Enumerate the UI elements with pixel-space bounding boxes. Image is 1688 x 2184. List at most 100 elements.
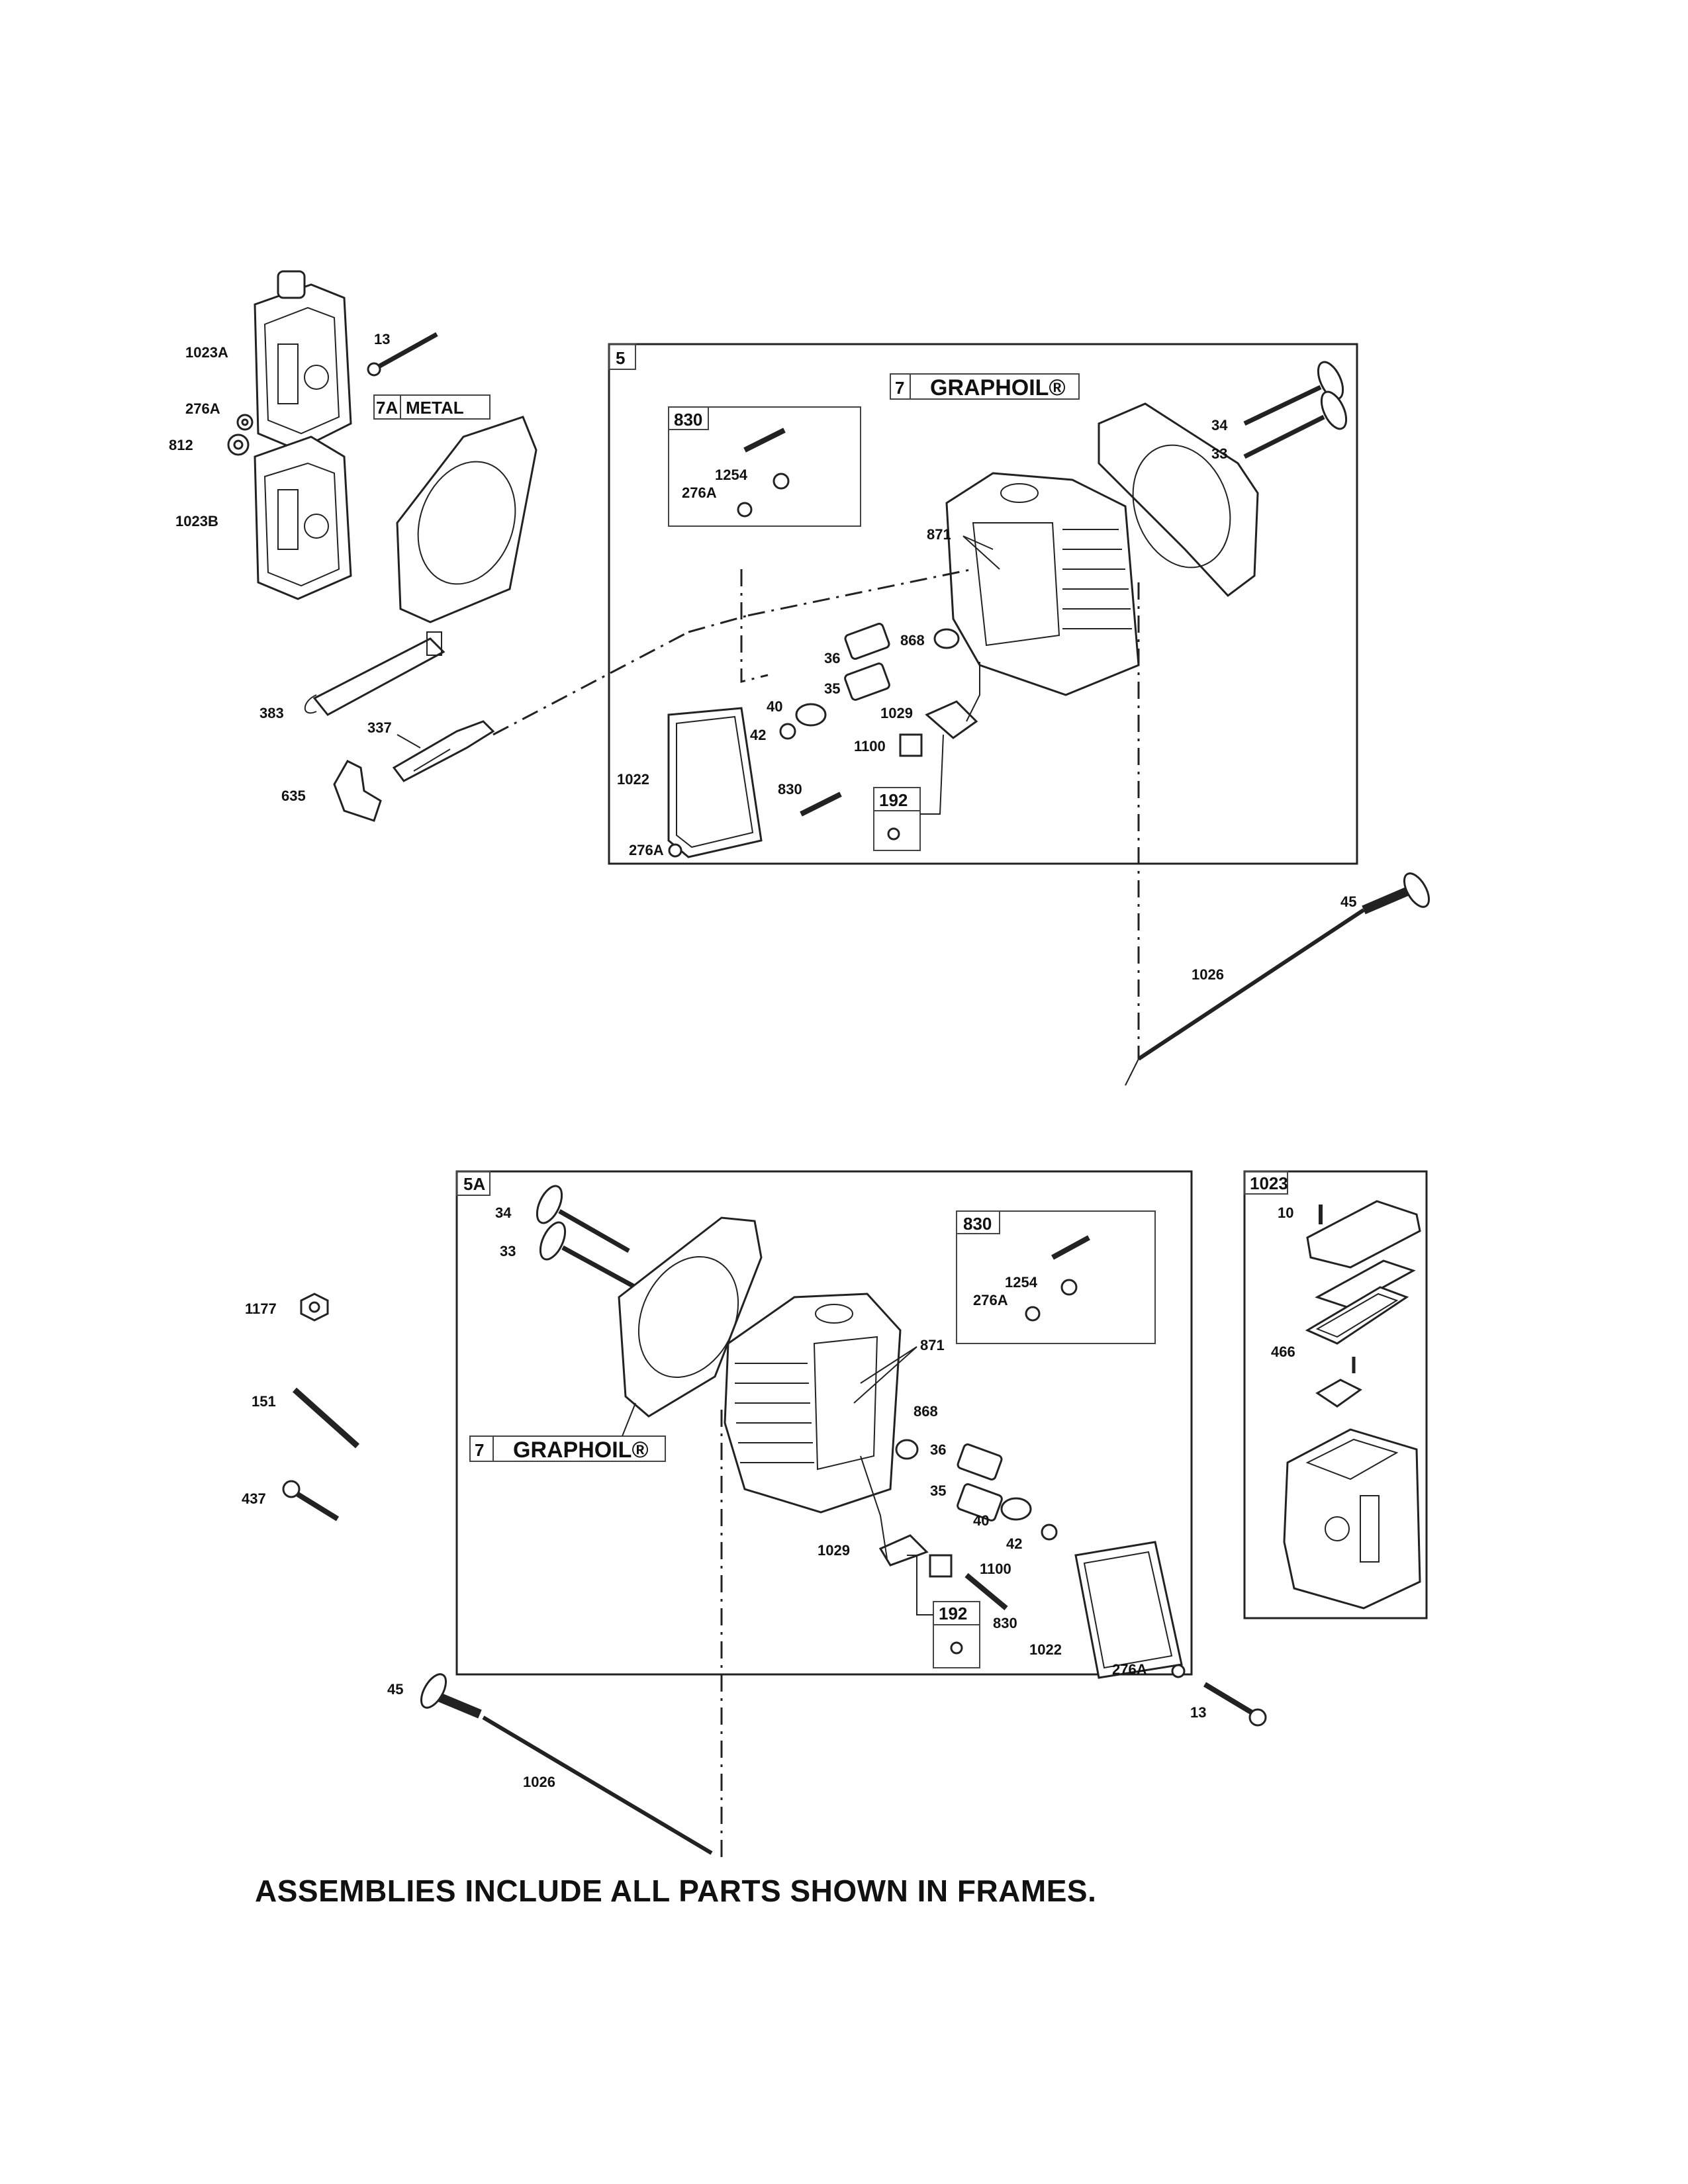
spark-plug-337: [392, 720, 495, 782]
label-868-top: 868: [900, 632, 925, 649]
label-337: 337: [367, 719, 392, 736]
cover-gasket-1022-bot: [1074, 1541, 1183, 1679]
head-gasket-metal: [396, 416, 538, 623]
seal-868-bot: [895, 1439, 919, 1460]
label-7-bot: 7: [475, 1440, 484, 1460]
washer-276A-bot: [1171, 1664, 1186, 1678]
keeper-42-top: [779, 723, 796, 740]
cylinder-head-top: [945, 472, 1140, 696]
label-1029-bot: 1029: [818, 1542, 850, 1559]
label-1023A: 1023A: [185, 344, 228, 361]
boot-635: [333, 760, 382, 822]
seal-868-top: [933, 628, 960, 649]
label-276A-left: 276A: [185, 400, 220, 417]
breather-cover: [1306, 1200, 1421, 1269]
nut-1254-bot: [1060, 1279, 1078, 1296]
valve-33-bot: [539, 1221, 637, 1290]
label-1177: 1177: [245, 1300, 277, 1317]
spring-35-bot: [957, 1483, 1003, 1522]
screw-192-top: [887, 827, 900, 841]
kit-box-192-top: [873, 787, 921, 851]
label-830-top: 830: [778, 781, 802, 797]
kit-box-7-graphoil-bot: [469, 1435, 666, 1462]
label-40-top: 40: [767, 698, 782, 715]
kit-box-830-top: [668, 406, 861, 527]
label-830-kit-bot: 830: [963, 1214, 992, 1234]
head-gasket-graphoil-bot: [618, 1216, 763, 1418]
label-42-bot: 42: [1006, 1535, 1022, 1552]
label-276A-bot: 276A: [1112, 1661, 1147, 1678]
gasket-466-upper: [1315, 1259, 1416, 1308]
label-1026-bot: 1026: [523, 1774, 555, 1790]
tappet-45-top: [1362, 872, 1430, 915]
washer-276A-kit-top: [737, 502, 753, 518]
screw-13-top: [367, 332, 438, 377]
valve-cover-1023: [1283, 1428, 1421, 1610]
label-graphoil-bot: GRAPHOIL®: [513, 1437, 649, 1463]
cover-gasket-1022-top: [667, 707, 763, 858]
screw-437: [282, 1480, 340, 1522]
assembly-frame-5A: [455, 1170, 1193, 1676]
breather-plate: [1315, 1357, 1362, 1408]
pushrod-1026-bot: [482, 1715, 713, 1855]
rocker-1029-bot: [878, 1534, 929, 1567]
label-35-bot: 35: [930, 1482, 946, 1499]
label-42-top: 42: [750, 727, 766, 743]
label-45-bot: 45: [387, 1681, 403, 1698]
washer-276A-kit-bot: [1025, 1306, 1041, 1322]
label-10: 10: [1278, 1205, 1293, 1221]
label-35-top: 35: [824, 680, 840, 697]
label-871-top: 871: [927, 526, 951, 543]
label-34-bot: 34: [495, 1205, 512, 1221]
valve-34-bot: [536, 1185, 630, 1253]
label-45-top: 45: [1340, 893, 1356, 910]
valve-34-top: [1243, 361, 1344, 426]
label-1023-frame: 1023: [1250, 1173, 1288, 1193]
cylinder-head-bot: [724, 1293, 902, 1514]
label-276A-top-bottom: 276A: [629, 842, 664, 858]
label-1022-top: 1022: [617, 771, 649, 788]
spring-35-top: [844, 662, 890, 701]
tube-383: [304, 631, 445, 716]
label-40-bot: 40: [973, 1512, 989, 1529]
label-33-bot: 33: [500, 1243, 516, 1259]
label-36-top: 36: [824, 650, 840, 666]
label-830-bot: 830: [993, 1615, 1017, 1631]
nut-812: [227, 433, 250, 456]
valve-cover-1023B: [254, 435, 352, 600]
guide-1100-top: [899, 733, 923, 757]
washer-40-top: [795, 703, 827, 727]
gasket-466: [1305, 1286, 1409, 1345]
label-466: 466: [1271, 1343, 1295, 1360]
washer-276A-left: [236, 414, 254, 431]
label-868-bot: 868: [914, 1403, 938, 1420]
stud-151: [292, 1387, 360, 1449]
label-192-bot: 192: [939, 1604, 967, 1623]
rocker-1029-top: [925, 700, 978, 739]
label-437: 437: [242, 1490, 266, 1507]
valve-33-top: [1243, 390, 1348, 459]
label-812: 812: [169, 437, 193, 453]
washer-40-bot: [1000, 1497, 1032, 1521]
washer-276A-bottom-top: [668, 843, 682, 858]
label-151: 151: [252, 1393, 276, 1410]
footer-note: ASSEMBLIES INCLUDE ALL PARTS SHOWN IN FR…: [255, 1874, 1097, 1908]
tappet-45-bot: [420, 1673, 482, 1719]
label-7A: 7A: [376, 398, 398, 418]
label-7-top: 7: [895, 378, 904, 398]
label-1100-top: 1100: [854, 738, 886, 754]
screw-192-bot: [950, 1641, 963, 1655]
label-1254-top: 1254: [715, 467, 748, 483]
screw-830-in-kit-bot: [1051, 1235, 1090, 1260]
nut-1177: [300, 1293, 329, 1322]
label-383: 383: [259, 705, 284, 721]
head-gasket-graphoil-top: [1098, 402, 1259, 598]
label-871-bot: 871: [920, 1337, 945, 1353]
spring-36-bot: [957, 1443, 1003, 1480]
label-metal: METAL: [406, 398, 464, 418]
label-276A-kit-top: 276A: [682, 484, 717, 501]
label-276A-kit-bot: 276A: [973, 1292, 1008, 1308]
guide-1100-bot: [929, 1554, 953, 1578]
label-1029-top: 1029: [880, 705, 913, 721]
